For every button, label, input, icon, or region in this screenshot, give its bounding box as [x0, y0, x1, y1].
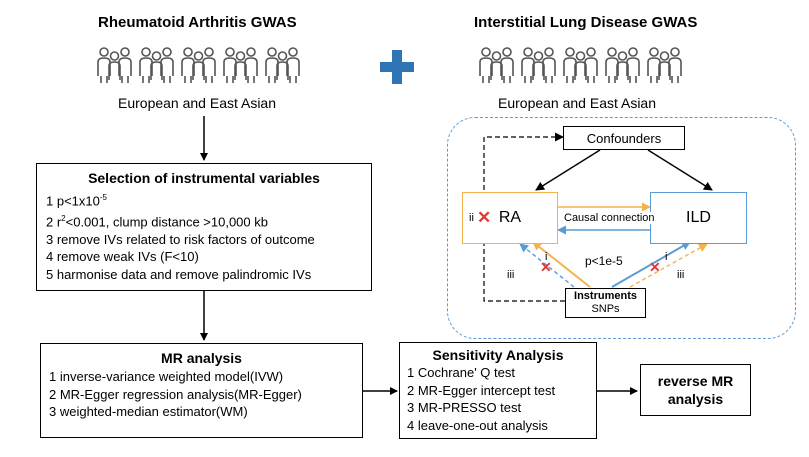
mr-item-1: 1 inverse-variance weighted model(IVW) — [49, 369, 284, 384]
iv-item-2-prefix: 2 r — [46, 214, 62, 230]
snps-label: SNPs — [591, 303, 620, 315]
reverse-mr-line1: reverse MR — [657, 373, 734, 389]
label-iii-ra: iii — [507, 269, 515, 281]
ra-population-label: European and East Asian — [118, 95, 277, 111]
sensitivity-item-3: 3 MR-PRESSO test — [407, 400, 522, 415]
threshold-label: p<1e-5 — [585, 254, 623, 268]
people-group-icon — [96, 46, 133, 89]
label-iii-ild: iii — [677, 269, 685, 281]
iv-selection-box: Selection of instrumental variables 1 p<… — [36, 163, 372, 291]
sensitivity-box: Sensitivity Analysis 1 Cochrane' Q test … — [399, 342, 597, 439]
mr-assumptions-panel — [447, 117, 796, 339]
label-i-ild: i — [665, 251, 668, 263]
people-group-icon — [646, 46, 683, 89]
edge-confounders-ild — [647, 149, 713, 191]
iv-item-4: 4 remove weak IVs (F<10) — [46, 249, 199, 265]
mr-item-3: 3 weighted-median estimator(WM) — [49, 404, 248, 419]
iv-item-1-text: 1 p<1x10 — [46, 193, 100, 209]
edge-confounders-ra — [535, 149, 601, 191]
causal-connection-label: Causal connection — [563, 212, 656, 224]
ra-population-icons — [96, 46, 301, 89]
ra-gwas-title: Rheumatoid Arthritis GWAS — [98, 14, 297, 31]
people-group-icon — [222, 46, 259, 89]
cross-mark-icon: ✕ — [540, 259, 552, 275]
iv-item-1-exponent: -5 — [99, 193, 107, 202]
ild-node: ILD — [650, 192, 747, 244]
people-group-icon — [604, 46, 641, 89]
sensitivity-title: Sensitivity Analysis — [432, 347, 564, 363]
people-group-icon — [138, 46, 175, 89]
instruments-label: Instruments — [574, 290, 637, 302]
cross-mark-icon: ✕ — [649, 259, 661, 275]
iv-item-3: 3 remove IVs related to risk factors of … — [46, 231, 315, 247]
iv-item-2-sup: 2 — [61, 213, 66, 223]
edge-instruments-ra — [532, 241, 591, 288]
edge-instruments-ild — [611, 241, 691, 288]
ild-population-icons — [478, 46, 683, 89]
sensitivity-item-1: 1 Cochrane' Q test — [407, 365, 515, 380]
people-group-icon — [478, 46, 515, 89]
plus-icon — [380, 50, 414, 89]
iv-item-2-rest: <0.001, clump distance >10,000 kb — [65, 214, 268, 230]
sensitivity-item-2: 2 MR-Egger intercept test — [407, 382, 556, 398]
iv-selection-title: Selection of instrumental variables — [88, 170, 320, 186]
people-group-icon — [520, 46, 557, 89]
sensitivity-item-4: 4 leave-one-out analysis — [407, 417, 548, 433]
label-ii: ii — [469, 212, 474, 224]
ra-node: RA — [462, 192, 558, 244]
cross-mark-icon: ✕ — [477, 208, 492, 227]
edge-instruments-ild-dashed — [629, 243, 708, 288]
iv-item-5: 5 harmonise data and remove palindromic … — [46, 266, 312, 282]
ild-population-label: European and East Asian — [498, 95, 657, 111]
ild-gwas-title: Interstitial Lung Disease GWAS — [474, 14, 698, 31]
mr-analysis-title: MR analysis — [161, 350, 242, 366]
reverse-mr-line2: analysis — [667, 391, 724, 407]
people-group-icon — [180, 46, 217, 89]
label-i-ra: i — [545, 251, 548, 263]
people-group-icon — [562, 46, 599, 89]
people-group-icon — [264, 46, 301, 89]
edge-instruments-ra-dashed — [519, 243, 575, 288]
mr-item-2: 2 MR-Egger regression analysis(MR-Egger) — [49, 386, 302, 402]
reverse-mr-box: reverse MR analysis — [640, 364, 751, 416]
instruments-node: Instruments SNPs — [565, 288, 646, 318]
iv-item-2: 2 r2<0.001, clump distance >10,000 kb — [46, 210, 371, 231]
mr-analysis-box: MR analysis 1 inverse-variance weighted … — [40, 343, 363, 438]
iv-item-1: 1 p<1x10-5 — [46, 189, 371, 210]
confounders-node: Confounders — [563, 126, 685, 150]
